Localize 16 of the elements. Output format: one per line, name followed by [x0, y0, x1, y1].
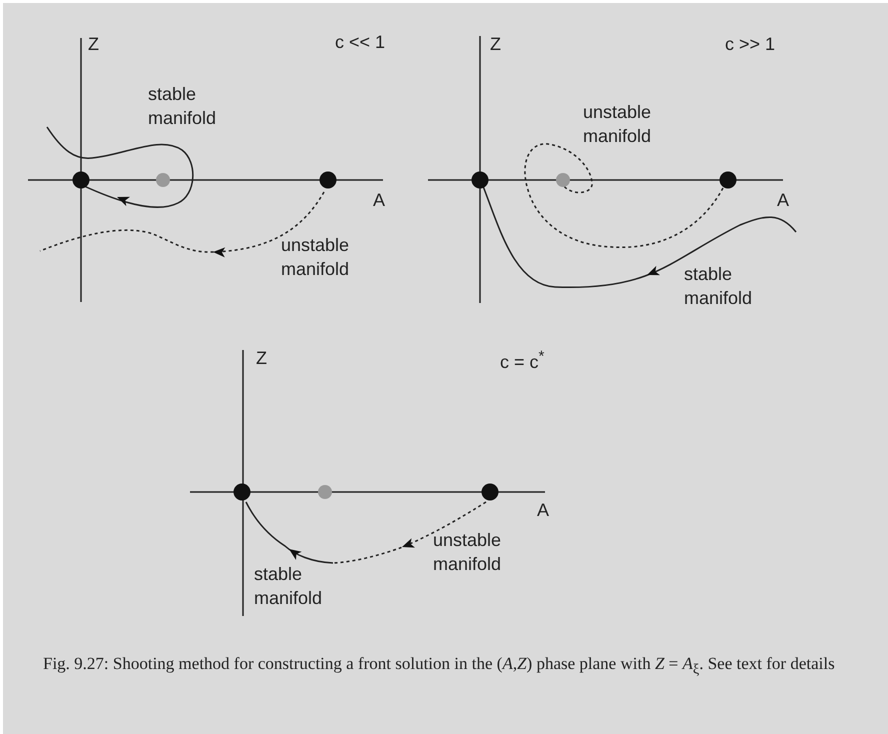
- curve-label: stable manifold: [684, 263, 754, 310]
- axis-label: Z: [256, 347, 267, 370]
- parameter-label: c >> 1: [725, 33, 776, 56]
- parameter-label: c = c$^{*}$: [500, 347, 544, 374]
- axis-label: A: [373, 189, 386, 212]
- curve-label: stable manifold: [254, 563, 324, 610]
- curve-label: unstable manifold: [281, 234, 350, 281]
- axis-label: A: [537, 499, 550, 522]
- curve-label: stable manifold: [148, 83, 218, 130]
- axis-label: Z: [490, 33, 501, 56]
- axis-label: A: [777, 189, 790, 212]
- axis-label: Z: [88, 33, 99, 56]
- curve-label: unstable manifold: [433, 529, 502, 576]
- figure-caption: Fig. 9.27: Shooting method for constructing a front solution in the (A,Z) phase plane with Z = A$_{ξ}$. See text for details: [43, 653, 836, 680]
- parameter-label: c << 1: [335, 31, 386, 54]
- curve-label: unstable manifold: [583, 101, 652, 148]
